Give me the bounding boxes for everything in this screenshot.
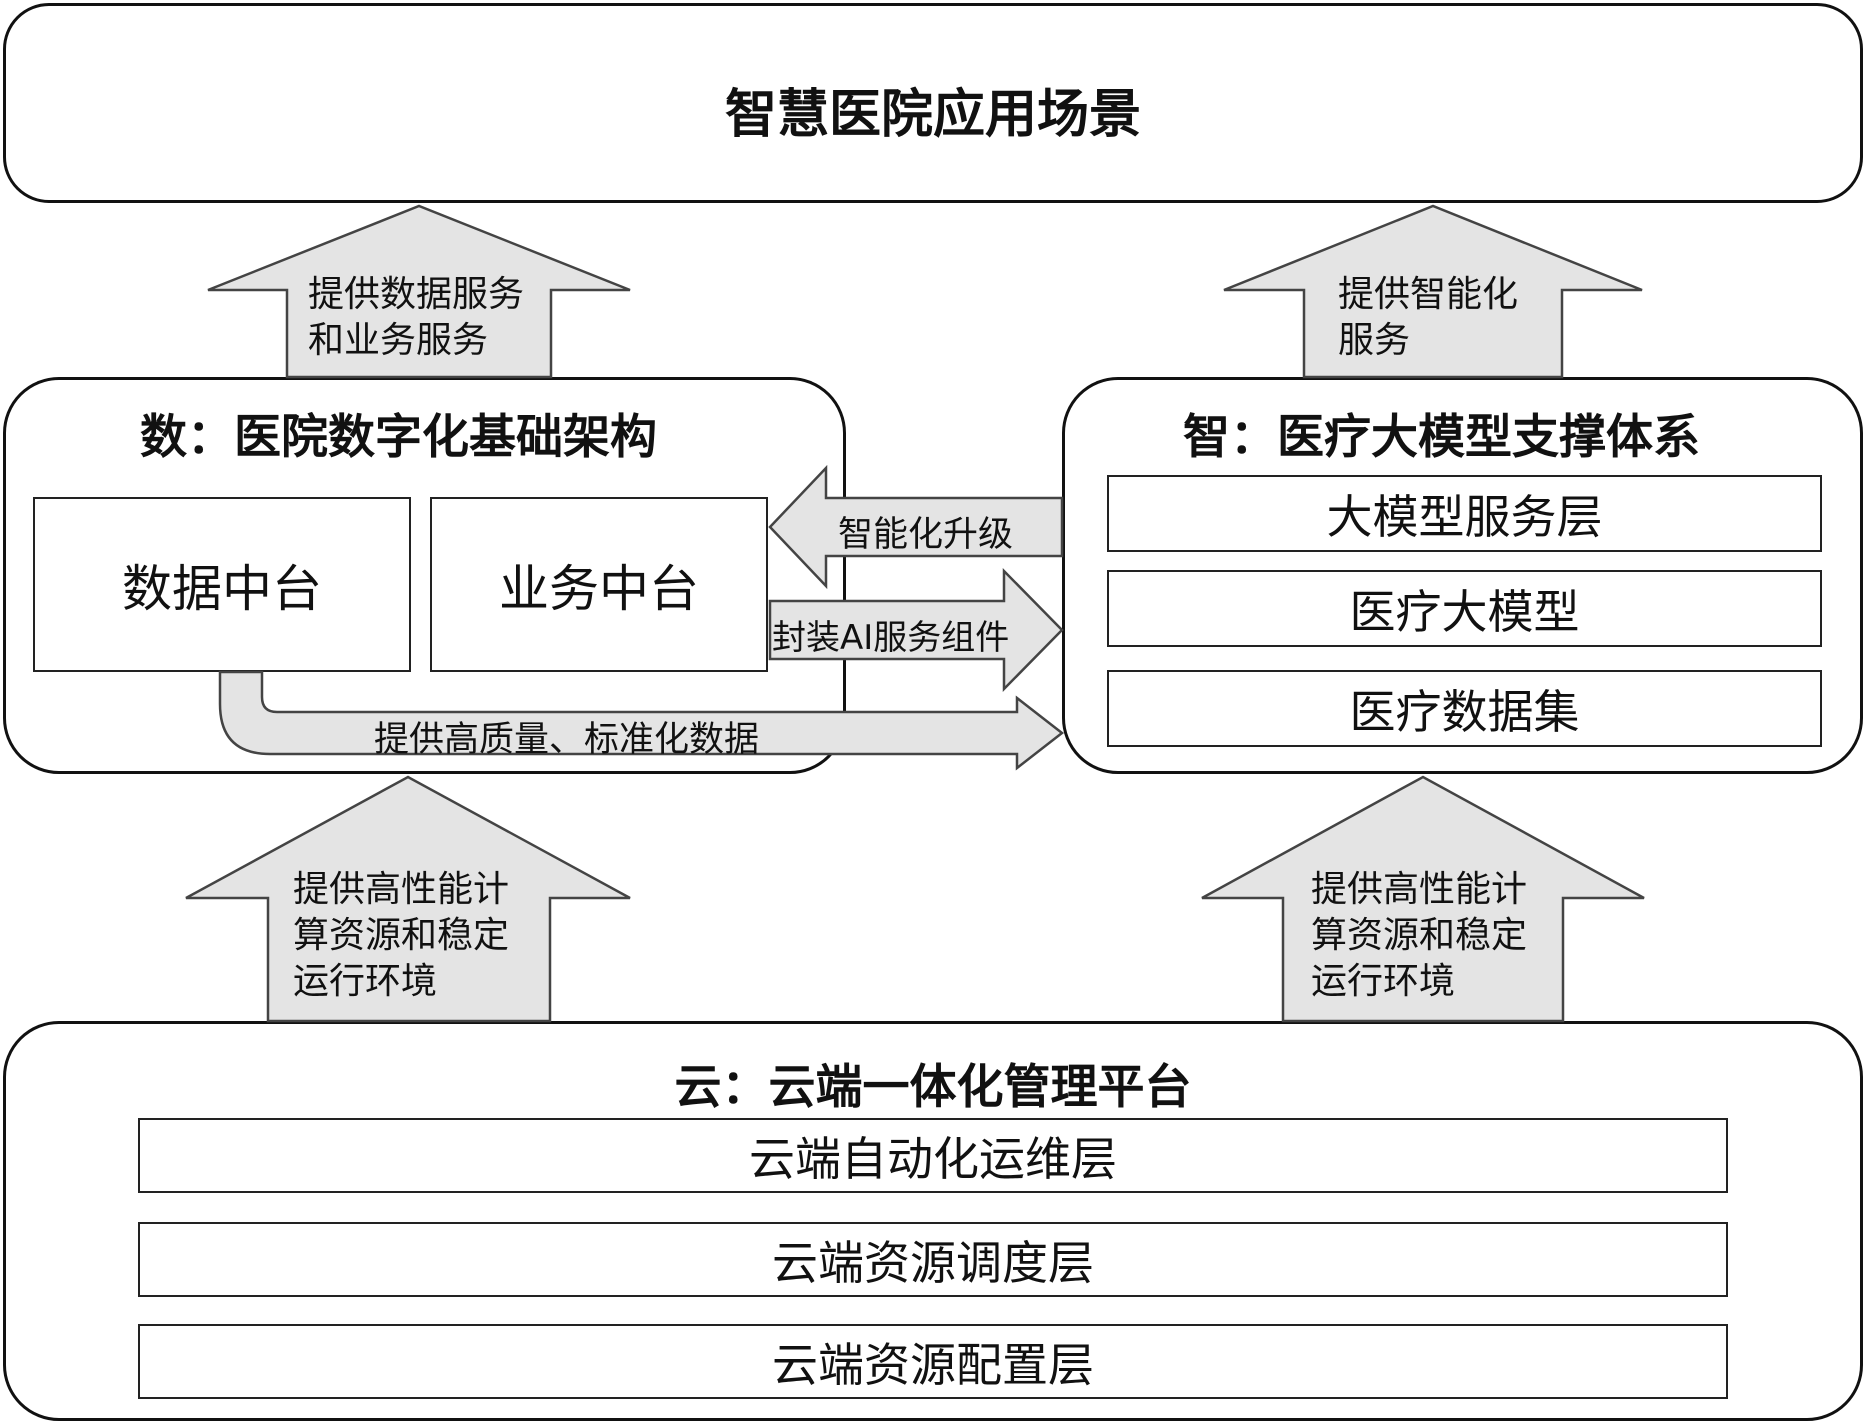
business-middle-platform-label: 业务中台 [499,559,699,618]
cloud-resource-scheduling-layer: 云端资源调度层 [138,1222,1728,1297]
ai-services-label: 提供智能化 服务 [1338,272,1518,364]
data-services-line-2: 和业务服务 [308,320,489,361]
ai-services-line-1: 提供智能化 [1338,274,1519,315]
data-middle-platform-label: 数据中台 [122,559,322,618]
medical-dataset-layer: 医疗数据集 [1107,670,1822,747]
cloud-resource-config-layer: 云端资源配置层 [138,1324,1728,1399]
package-ai-label: 封装AI服务组件 [772,618,1010,658]
compute-right-line-3: 运行环境 [1311,961,1456,1002]
compute-right-line-2: 算资源和稳定 [1311,915,1528,956]
compute-left-line-3: 运行环境 [293,961,438,1002]
up-arrow-ai-services [1223,204,1643,379]
data-services-line-1: 提供数据服务 [308,274,525,315]
quality-data-label: 提供高质量、标准化数据 [374,720,760,760]
cloud-automated-ops-layer: 云端自动化运维层 [138,1118,1728,1193]
ai-services-line-2: 服务 [1338,320,1411,361]
compute-left-line-1: 提供高性能计 [293,869,510,910]
up-arrow-compute-left [185,775,631,1023]
llm-service-layer: 大模型服务层 [1107,475,1822,552]
up-arrow-compute-right [1201,775,1645,1023]
smart-hospital-scenarios-panel [3,3,1863,203]
compute-left-line-2: 算资源和稳定 [293,915,510,956]
yun-panel-title: 云：云端一体化管理平台 [674,1060,1192,1115]
upgrade-label: 智能化升级 [838,515,1014,555]
shu-panel-title: 数：医院数字化基础架构 [140,410,657,465]
left-arrow-upgrade [768,464,1064,590]
smart-hospital-scenarios-title: 智慧医院应用场景 [724,85,1141,145]
data-middle-platform-box: 数据中台 [33,497,411,672]
data-services-label: 提供数据服务 和业务服务 [308,272,524,364]
compute-right-label: 提供高性能计 算资源和稳定 运行环境 [1311,867,1527,1005]
right-arrow-package-ai [768,567,1064,693]
business-middle-platform-box: 业务中台 [430,497,768,672]
compute-right-line-1: 提供高性能计 [1311,869,1528,910]
up-arrow-data-services [207,204,631,379]
l-arrow-quality-data [218,670,1065,771]
compute-left-label: 提供高性能计 算资源和稳定 运行环境 [293,867,509,1005]
medical-llm-layer: 医疗大模型 [1107,570,1822,647]
zhi-panel-title: 智：医疗大模型支撑体系 [1183,410,1700,465]
